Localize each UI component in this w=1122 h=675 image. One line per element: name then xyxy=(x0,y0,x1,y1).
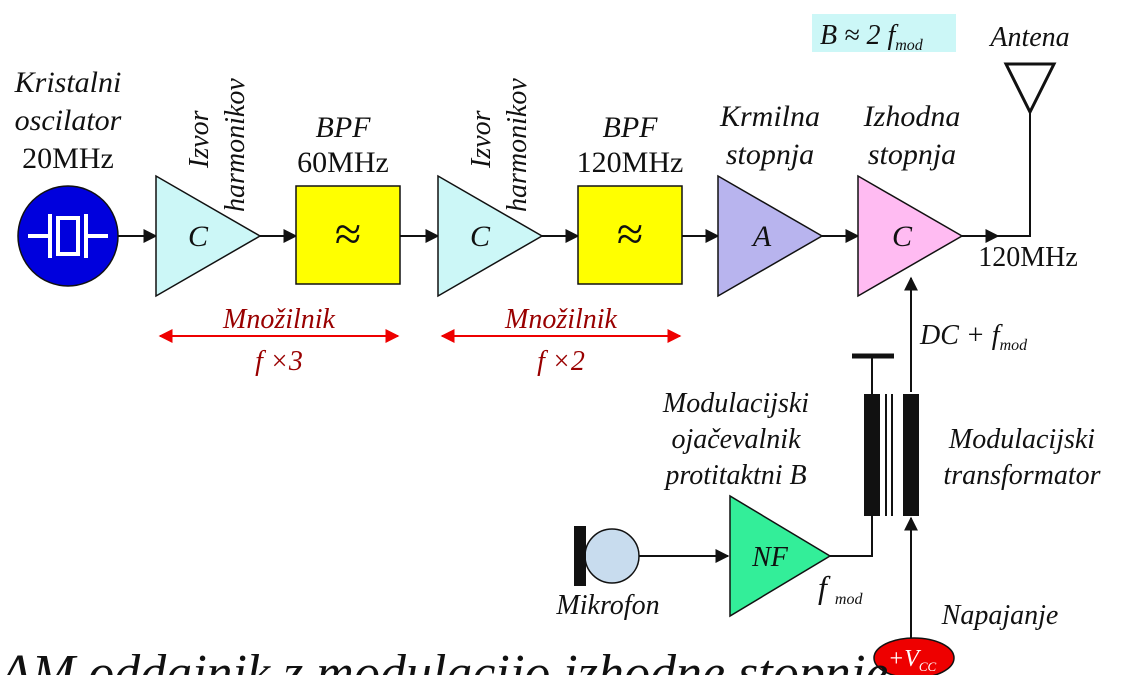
harmonic-1-label-line2: harmonikov xyxy=(220,78,251,212)
harmonic-2-label-line1: Izvor xyxy=(466,110,497,169)
harmonic-1-label-line1: Izvor xyxy=(184,110,215,169)
bandpass-filter-1: ≈ BPF 60MHz xyxy=(295,111,401,285)
driver-stage: A Krmilna stopnja xyxy=(717,100,824,298)
bandwidth-formula: B ≈ 2 fmod xyxy=(820,20,924,54)
antenna: Antena xyxy=(988,22,1070,116)
vcc-label: +VCC xyxy=(888,646,937,674)
driver-amp xyxy=(717,174,824,298)
bpf-1-box xyxy=(295,185,401,285)
driver-label-line1: Krmilna xyxy=(719,100,820,133)
harmonic-amp-2-class: C xyxy=(470,220,491,253)
harmonic-source-2: C Izvor harmonikov xyxy=(437,78,544,298)
driver-amp-class: A xyxy=(751,220,772,253)
bpf-1-name: BPF xyxy=(316,111,372,144)
wire-antenna-feed xyxy=(998,112,1031,237)
dc-fmod-label: DC + fmod xyxy=(919,320,1028,354)
output-stage: C Izhodna stopnja 120MHz xyxy=(857,100,1078,298)
supply-label: Napajanje xyxy=(941,600,1059,631)
modulation-section: DC + fmod Modulacijski ojačevalnik proti… xyxy=(555,276,1101,675)
driver-label-line2: stopnja xyxy=(726,138,814,171)
vcc-source xyxy=(873,637,955,675)
mod-transformer-label-line2: transformator xyxy=(943,460,1100,491)
page-title: AM oddajnik z modulacijo izhodne stopnje xyxy=(0,645,888,675)
multiplier-2: Množilnik f ×2 xyxy=(440,304,682,377)
mod-transformer-label-line1: Modulacijski xyxy=(948,424,1095,455)
crystal-circle xyxy=(17,185,119,287)
microphone-icon xyxy=(584,528,640,584)
bandpass-filter-2: ≈ BPF 120MHz xyxy=(577,111,684,285)
bpf-1-frequency: 60MHz xyxy=(297,146,389,179)
harmonic-amp-1-class: C xyxy=(188,220,209,253)
multiplier-2-factor: f ×2 xyxy=(537,346,585,377)
mod-amp-label-line3: protitaktni B xyxy=(663,460,806,491)
nf-amplifier xyxy=(729,494,832,618)
mod-amp-label-line1: Modulacijski xyxy=(662,388,809,419)
antenna-icon xyxy=(1003,62,1057,116)
harmonic-amp-1 xyxy=(155,174,262,298)
antenna-label: Antena xyxy=(988,22,1069,53)
oscillator-label-line1: Kristalni xyxy=(14,66,122,99)
transformer-secondary xyxy=(903,394,919,516)
wire-nf-to-primary xyxy=(830,516,873,557)
harmonic-source-1: C Izvor harmonikov xyxy=(155,78,262,298)
mod-amp-label-line2: ojačevalnik xyxy=(671,424,801,455)
multiplier-1: Množilnik f ×3 xyxy=(158,304,400,377)
bandwidth-box xyxy=(812,14,956,52)
bpf-2-symbol: ≈ xyxy=(617,208,643,261)
output-label-line2: stopnja xyxy=(868,138,956,171)
output-label-line1: Izhodna xyxy=(863,100,961,133)
multiplier-1-factor: f ×3 xyxy=(255,346,303,377)
bpf-2-box xyxy=(577,185,683,285)
oscillator-frequency: 20MHz xyxy=(22,142,114,175)
bpf-2-name: BPF xyxy=(603,111,659,144)
microphone-label: Mikrofon xyxy=(555,590,659,621)
bpf-2-frequency: 120MHz xyxy=(577,146,684,179)
output-amp-class: C xyxy=(892,220,913,253)
multiplier-1-label: Množilnik xyxy=(222,304,336,335)
crystal-oscillator: Kristalni oscilator 20MHz xyxy=(14,66,122,287)
output-amp xyxy=(857,174,964,298)
harmonic-amp-2 xyxy=(437,174,544,298)
harmonic-2-label-line2: harmonikov xyxy=(502,78,533,212)
multiplier-2-label: Množilnik xyxy=(504,304,618,335)
bandwidth-note: B ≈ 2 fmod xyxy=(812,14,956,54)
nf-amplifier-class: NF xyxy=(751,542,789,573)
crystal-icon xyxy=(28,214,108,258)
transformer-primary xyxy=(864,394,880,516)
oscillator-label-line2: oscilator xyxy=(15,104,122,137)
microphone-plate xyxy=(574,526,586,586)
signal-wires xyxy=(118,112,1031,243)
output-frequency: 120MHz xyxy=(978,242,1078,273)
bpf-1-symbol: ≈ xyxy=(335,208,361,261)
